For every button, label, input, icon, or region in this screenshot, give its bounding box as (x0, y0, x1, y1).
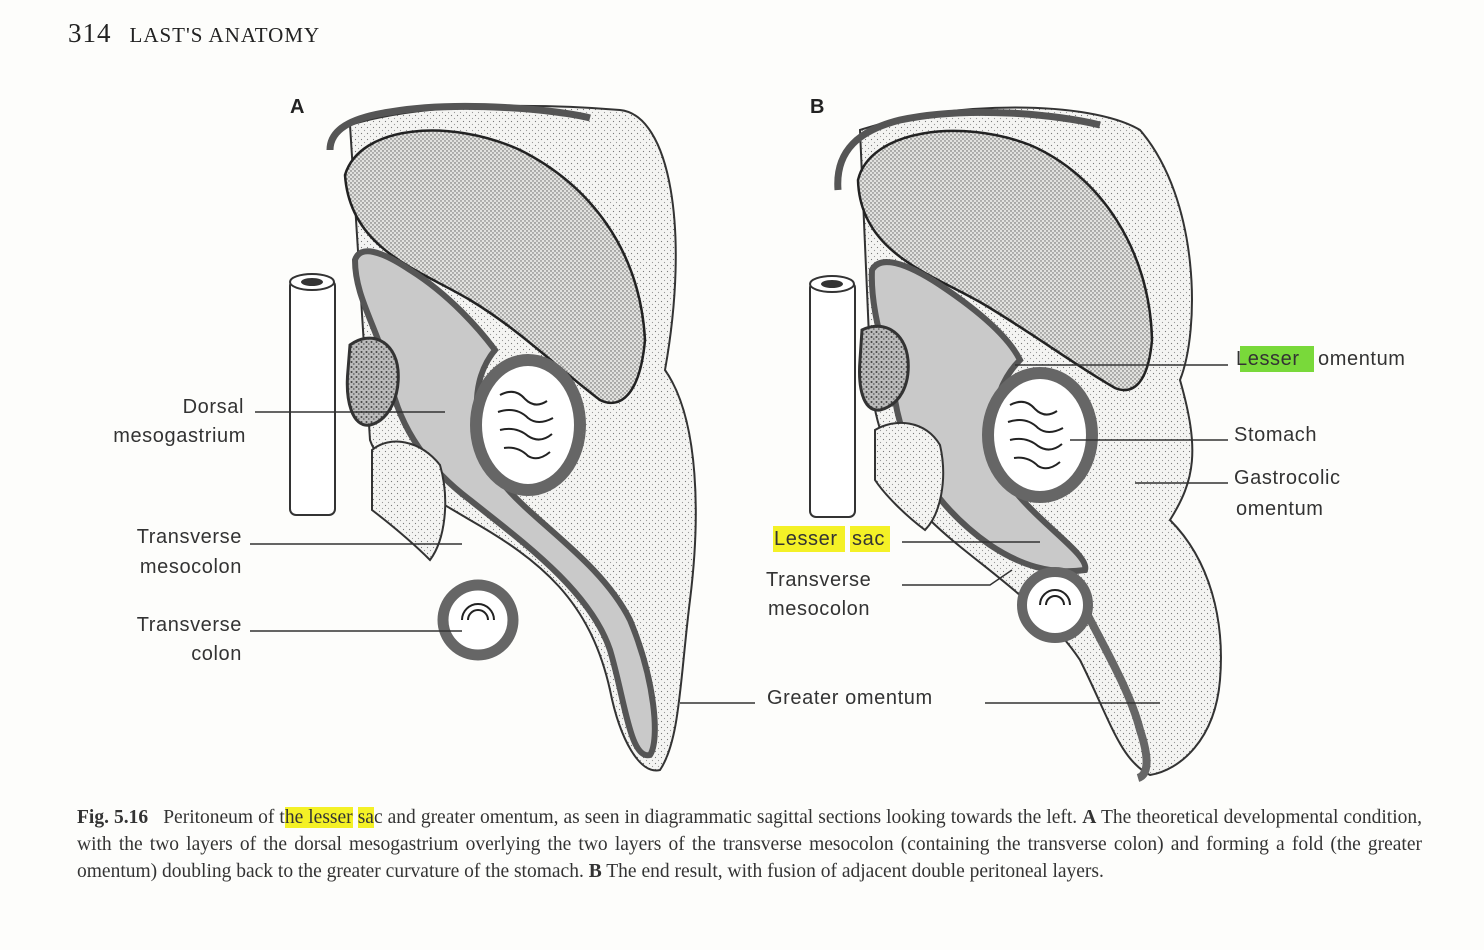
label-tmeso-b-2: mesocolon (768, 598, 870, 620)
stomach-a (476, 360, 580, 490)
label-tcolon-2: colon (191, 643, 242, 665)
panel-a-letter: A (290, 96, 304, 118)
anatomical-figure: A Dorsal mesogastrium Transverse mesocol… (0, 60, 1484, 800)
label-stomach: Stomach (1234, 424, 1317, 446)
caption-a-letter: A (1082, 807, 1096, 828)
label-greater-omentum: Greater omentum (767, 687, 933, 709)
caption-highlight-2: sa (358, 807, 374, 828)
duodenum-a (372, 442, 445, 560)
page-number: 314 (68, 18, 112, 49)
caption-seg2 (353, 807, 358, 828)
panel-b: B Lesser omentum Stomach Gastrocolic (680, 96, 1406, 778)
caption-highlight-1: he lesser (285, 807, 353, 828)
aorta-b-lumen (821, 280, 843, 288)
label-tmeso-a-1: Transverse (137, 526, 242, 548)
label-lesser-sac-b: sac (852, 528, 885, 550)
aorta-a-lumen (301, 278, 323, 286)
transverse-colon-b (1022, 572, 1088, 638)
caption-seg3: c and greater omentum, as seen in diagra… (374, 807, 1082, 828)
caption-fig-label: Fig. 5.16 (77, 807, 148, 828)
aorta-a (290, 280, 335, 515)
panel-a: A Dorsal mesogastrium Transverse mesocol… (113, 96, 696, 770)
label-gastrocolic-1: Gastrocolic (1234, 467, 1341, 489)
aorta-b (810, 282, 855, 517)
running-title: LAST'S ANATOMY (130, 23, 321, 48)
caption-seg1: Peritoneum of t (163, 807, 285, 828)
label-tmeso-a-2: mesocolon (140, 556, 242, 578)
duodenum-b (875, 423, 943, 530)
label-dorsal-2: mesogastrium (113, 425, 246, 447)
panel-b-letter: B (810, 96, 824, 118)
label-dorsal-1: Dorsal (183, 396, 244, 418)
caption-seg5: The end result, with fusion of adjacent … (602, 861, 1104, 882)
label-lesser-sac-a: Lesser (774, 528, 838, 550)
label-lesser-omentum-a: Lesser (1236, 348, 1300, 370)
label-tmeso-b-1: Transverse (766, 569, 871, 591)
page-header: 314 LAST'S ANATOMY (68, 18, 320, 49)
label-tcolon-1: Transverse (137, 614, 242, 636)
stomach-b (988, 373, 1092, 497)
transverse-colon-a (443, 585, 513, 655)
caption-b-letter: B (589, 861, 602, 882)
figure-caption: Fig. 5.16 Peritoneum of the lesser sac a… (77, 804, 1422, 885)
label-gastrocolic-2: omentum (1236, 498, 1324, 520)
label-lesser-omentum-b: omentum (1318, 348, 1406, 370)
